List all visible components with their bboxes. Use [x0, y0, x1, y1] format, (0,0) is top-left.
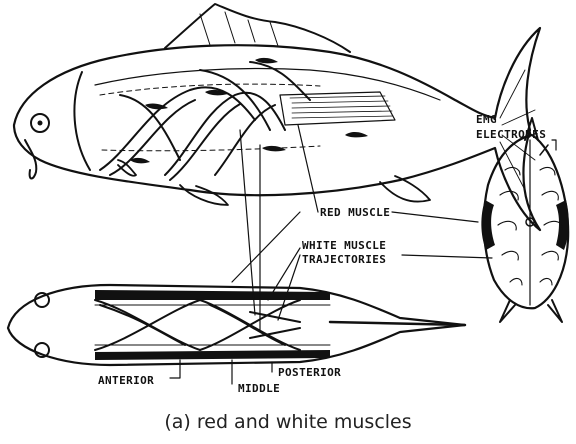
pelvic-fin	[180, 185, 228, 205]
emg-leader	[552, 140, 556, 150]
red-muscle-hatching	[290, 96, 393, 118]
side-view-fish	[14, 4, 540, 230]
red-muscle-leader-2	[232, 212, 300, 282]
fish-body-outline	[14, 28, 540, 230]
lateral-line	[95, 69, 440, 100]
red-muscle-bottom-band	[95, 350, 330, 360]
top-view-fish	[8, 285, 465, 365]
white-muscle-leader-2	[268, 248, 300, 320]
red-muscle-top-band	[95, 290, 330, 300]
red-muscle-patch-left	[481, 200, 495, 250]
red-muscle-label: RED MUSCLE	[320, 206, 390, 219]
white-muscle-label-line2: TRAJECTORIES	[302, 253, 386, 266]
white-muscle-trajectories-side	[100, 62, 310, 180]
dorsal-fin-rays	[200, 12, 278, 46]
white-muscle-trajectories-top	[95, 300, 300, 350]
mouth-barbel	[25, 140, 36, 179]
emg-label-line1: EMG	[476, 113, 497, 126]
ventral-fins	[500, 300, 562, 322]
fish-pupil	[38, 121, 43, 126]
anal-fin	[380, 176, 430, 202]
top-view-inner-lines	[95, 305, 330, 345]
anterior-leader	[170, 360, 180, 378]
middle-label: MIDDLE	[238, 382, 280, 395]
left-eye	[35, 293, 49, 307]
dashed-septum-lower	[102, 146, 320, 151]
figure-caption: (a) red and white muscles	[164, 411, 411, 433]
emg-label-line2: ELECTRODES	[476, 128, 546, 141]
anterior-label: ANTERIOR	[98, 374, 154, 387]
posterior-label: POSTERIOR	[278, 366, 341, 379]
operculum	[74, 72, 90, 170]
white-muscle-label-line1: WHITE MUSCLE	[302, 239, 386, 252]
white-muscle-leader-3	[402, 255, 492, 258]
